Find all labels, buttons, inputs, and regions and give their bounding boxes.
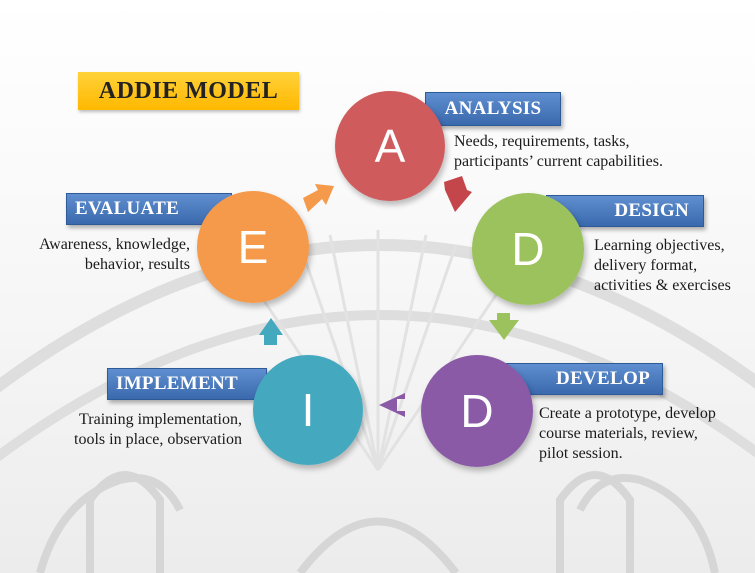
design-description: Learning objectives, delivery format, ac…: [594, 236, 731, 296]
develop-line: Create a prototype, develop: [539, 405, 716, 422]
implement-circle: I: [253, 355, 363, 465]
implement-line: Training implementation,: [79, 411, 242, 428]
evaluate-description: Awareness, knowledge, behavior, results: [10, 235, 190, 275]
implement-line: tools in place, observation: [74, 431, 242, 448]
arrow-develop-to-implement: [379, 393, 405, 417]
design-line: delivery format,: [594, 257, 698, 274]
evaluate-line: behavior, results: [84, 256, 190, 273]
arrow-analysis-to-design: [444, 176, 472, 212]
design-line: activities & exercises: [594, 277, 731, 294]
develop-description: Create a prototype, develop course mater…: [539, 404, 716, 464]
develop-letter: D: [460, 385, 494, 437]
implement-description: Training implementation, tools in place,…: [43, 410, 242, 450]
design-letter: D: [511, 223, 545, 275]
analysis-label: ANALYSIS: [425, 92, 561, 126]
analysis-description: Needs, requirements, tasks, participants…: [454, 132, 663, 172]
develop-circle: D: [421, 355, 533, 467]
evaluate-letter: E: [237, 221, 269, 273]
model-title: ADDIE MODEL: [78, 72, 299, 110]
implement-label: IMPLEMENT: [107, 368, 267, 400]
develop-line: course materials, review,: [539, 425, 698, 442]
evaluate-line: Awareness, knowledge,: [39, 236, 190, 253]
develop-label: DEVELOP: [505, 363, 663, 395]
analysis-line: participants’ current capabilities.: [454, 153, 663, 170]
arrow-evaluate-to-analysis: [303, 184, 334, 212]
design-line: Learning objectives,: [594, 237, 725, 254]
analysis-circle: A: [335, 91, 445, 201]
evaluate-circle: E: [197, 191, 309, 303]
arrow-implement-to-evaluate: [259, 318, 283, 345]
analysis-line: Needs, requirements, tasks,: [454, 133, 630, 150]
analysis-letter: A: [374, 120, 406, 172]
design-label: DESIGN: [546, 195, 704, 227]
arrow-design-to-develop: [489, 313, 519, 340]
implement-letter: I: [301, 384, 315, 436]
develop-line: pilot session.: [539, 445, 623, 462]
design-circle: D: [472, 193, 584, 305]
